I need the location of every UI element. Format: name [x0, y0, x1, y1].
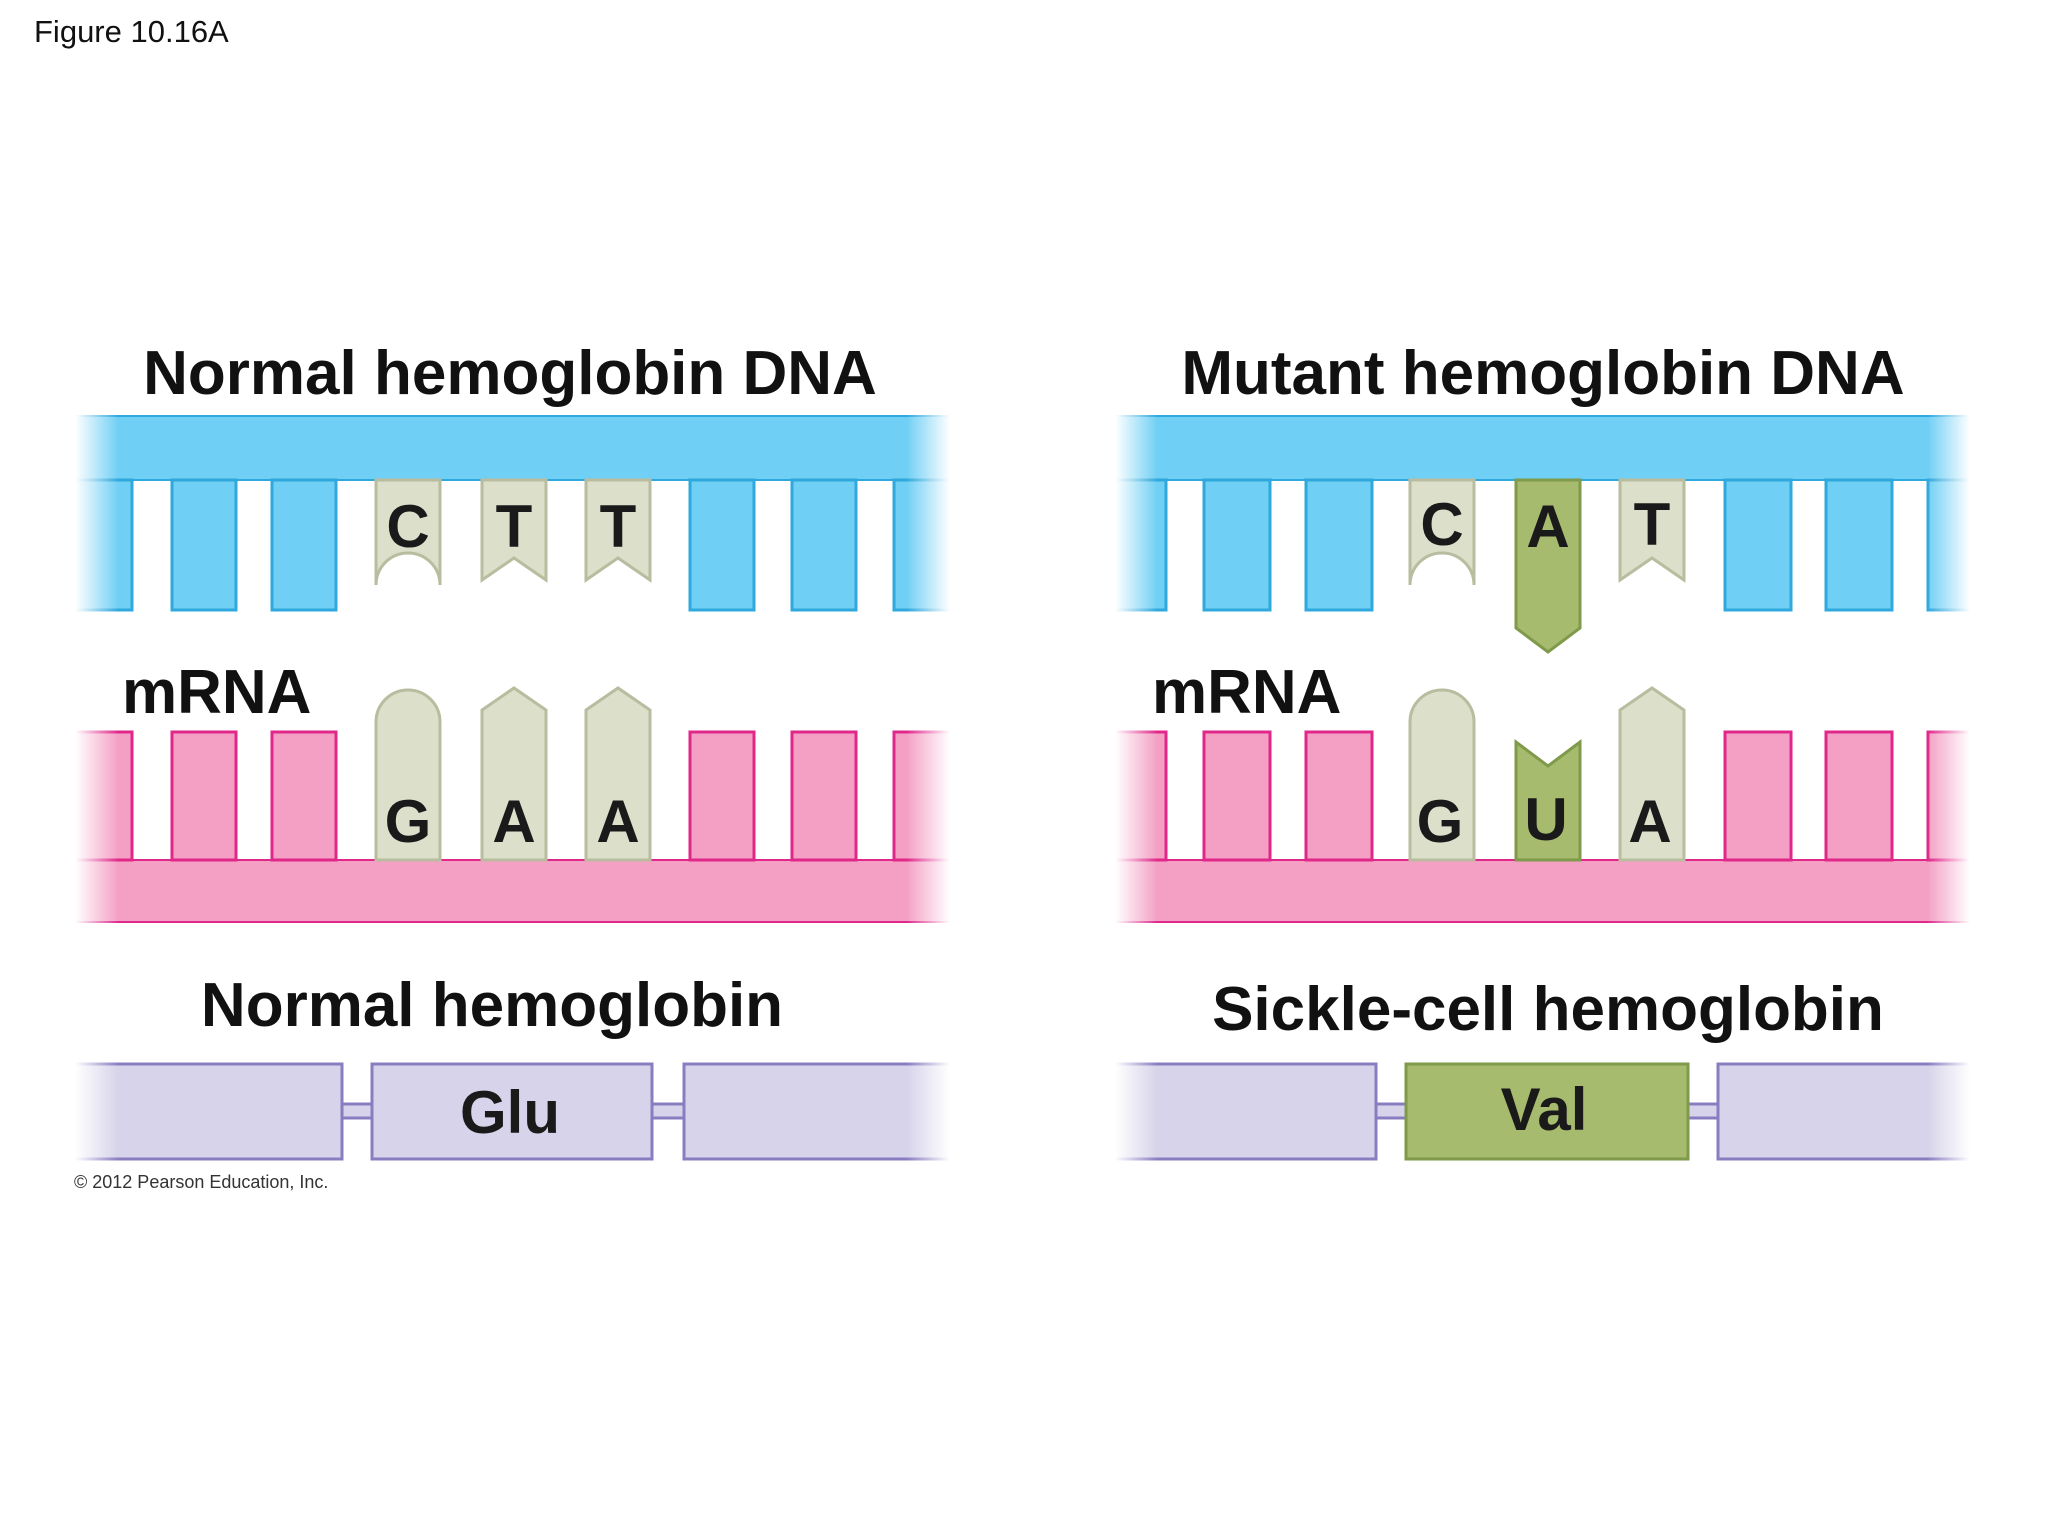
normal-dna-tooth — [688, 478, 756, 612]
normal-dna-strand — [66, 415, 960, 612]
normal-amino-acid-block — [370, 1062, 654, 1161]
normal-mrna-title: mRNA — [122, 658, 311, 727]
normal-mrna-backbone — [74, 859, 951, 923]
mutant-mrna-tooth — [1926, 730, 1996, 862]
normal-dna-codon: C T T — [374, 478, 652, 586]
mutant-protein-chain — [1108, 1062, 1976, 1161]
normal-amino-acid-label: Glu — [460, 1079, 560, 1146]
mutated-mrna-base-shape — [1514, 739, 1582, 862]
normal-protein-link — [650, 1102, 686, 1120]
mutated-mrna-base-letter: U — [1524, 786, 1567, 853]
normal-mrna-strand — [66, 730, 960, 923]
mutant-mrna-codon: G U A — [1408, 686, 1686, 862]
mrna-base-shape — [584, 686, 652, 862]
mutant-dna-tooth — [1202, 478, 1272, 612]
mutant-dna-tooth — [1723, 478, 1793, 612]
mutant-dna-codon: C A T — [1408, 478, 1686, 654]
mutated-dna-base-shape — [1514, 478, 1582, 654]
mutant-protein-title: Sickle-cell hemoglobin — [1212, 975, 1884, 1044]
normal-protein-block — [682, 1062, 976, 1161]
mutant-dna-backbone — [1114, 415, 1971, 481]
normal-mrna-tooth — [688, 730, 756, 862]
normal-dna-tooth — [270, 478, 338, 612]
normal-mrna-tooth — [270, 730, 338, 862]
dna-base-shape — [1408, 478, 1476, 586]
normal-mrna-tooth — [892, 730, 960, 862]
normal-protein-block — [58, 1062, 344, 1161]
mutant-amino-acid-label: Val — [1501, 1076, 1588, 1143]
normal-dna-tooth — [170, 478, 238, 612]
dna-base-letter: C — [386, 493, 429, 560]
mrna-base-shape — [1408, 688, 1476, 862]
dna-base-letter: T — [1634, 491, 1671, 558]
mutant-mrna-tooth — [1723, 730, 1793, 862]
mrna-base-letter: G — [1417, 788, 1464, 855]
mutant-protein-block — [1108, 1062, 1378, 1161]
dna-base-letter: T — [600, 493, 637, 560]
copyright-notice: © 2012 Pearson Education, Inc. — [74, 1172, 328, 1192]
normal-mrna-tooth — [66, 730, 134, 862]
mrna-base-shape — [480, 686, 548, 862]
mrna-base-letter: A — [492, 788, 535, 855]
mrna-base-letter: A — [596, 788, 639, 855]
mrna-base-letter: G — [385, 788, 432, 855]
mutant-amino-acid-block — [1404, 1062, 1690, 1161]
mutated-dna-base-letter: A — [1526, 493, 1569, 560]
mrna-base-shape — [374, 688, 442, 862]
normal-protein-title: Normal hemoglobin — [201, 971, 783, 1040]
normal-protein-chain — [58, 1062, 976, 1161]
normal-dna-title: Normal hemoglobin DNA — [143, 339, 877, 408]
normal-dna-tooth — [66, 478, 134, 612]
mutant-mrna-title: mRNA — [1152, 658, 1341, 727]
dna-base-shape — [374, 478, 442, 586]
dna-base-shape — [1618, 478, 1686, 583]
dna-base-shape — [480, 478, 548, 583]
mutant-dna-tooth — [1304, 478, 1374, 612]
normal-protein-link — [340, 1102, 374, 1120]
mutant-protein-block — [1716, 1062, 1976, 1161]
mutant-mrna-strand — [1098, 730, 1996, 923]
dna-base-letter: T — [496, 493, 533, 560]
normal-mrna-tooth — [790, 730, 858, 862]
mutant-panel: Mutant hemoglobin DNA mRNA Sickle-cell h… — [1098, 339, 1996, 1161]
mutant-protein-link — [1686, 1102, 1720, 1120]
figure-label: Figure 10.16A — [34, 14, 229, 49]
mutant-mrna-tooth — [1098, 730, 1168, 862]
normal-mrna-codon: G A A — [374, 686, 652, 862]
mutant-dna-title: Mutant hemoglobin DNA — [1181, 339, 1904, 408]
normal-mrna-tooth — [170, 730, 238, 862]
mutant-dna-tooth — [1098, 478, 1168, 612]
mutant-dna-tooth — [1926, 478, 1996, 612]
mutant-mrna-backbone — [1114, 859, 1971, 923]
dna-base-shape — [584, 478, 652, 583]
mutant-mrna-tooth — [1202, 730, 1272, 862]
normal-dna-backbone — [74, 415, 951, 481]
mutant-protein-link — [1374, 1102, 1408, 1120]
mutant-mrna-tooth — [1824, 730, 1894, 862]
dna-base-letter: C — [1420, 491, 1463, 558]
normal-panel: Normal hemoglobin DNA mRNA Normal hemogl… — [58, 339, 976, 1161]
mrna-base-shape — [1618, 686, 1686, 862]
mutant-dna-tooth — [1824, 478, 1894, 612]
mrna-base-letter: A — [1628, 788, 1671, 855]
mutant-dna-strand — [1098, 415, 1996, 612]
mutant-mrna-tooth — [1304, 730, 1374, 862]
normal-dna-tooth — [790, 478, 858, 612]
normal-dna-tooth — [892, 478, 960, 612]
